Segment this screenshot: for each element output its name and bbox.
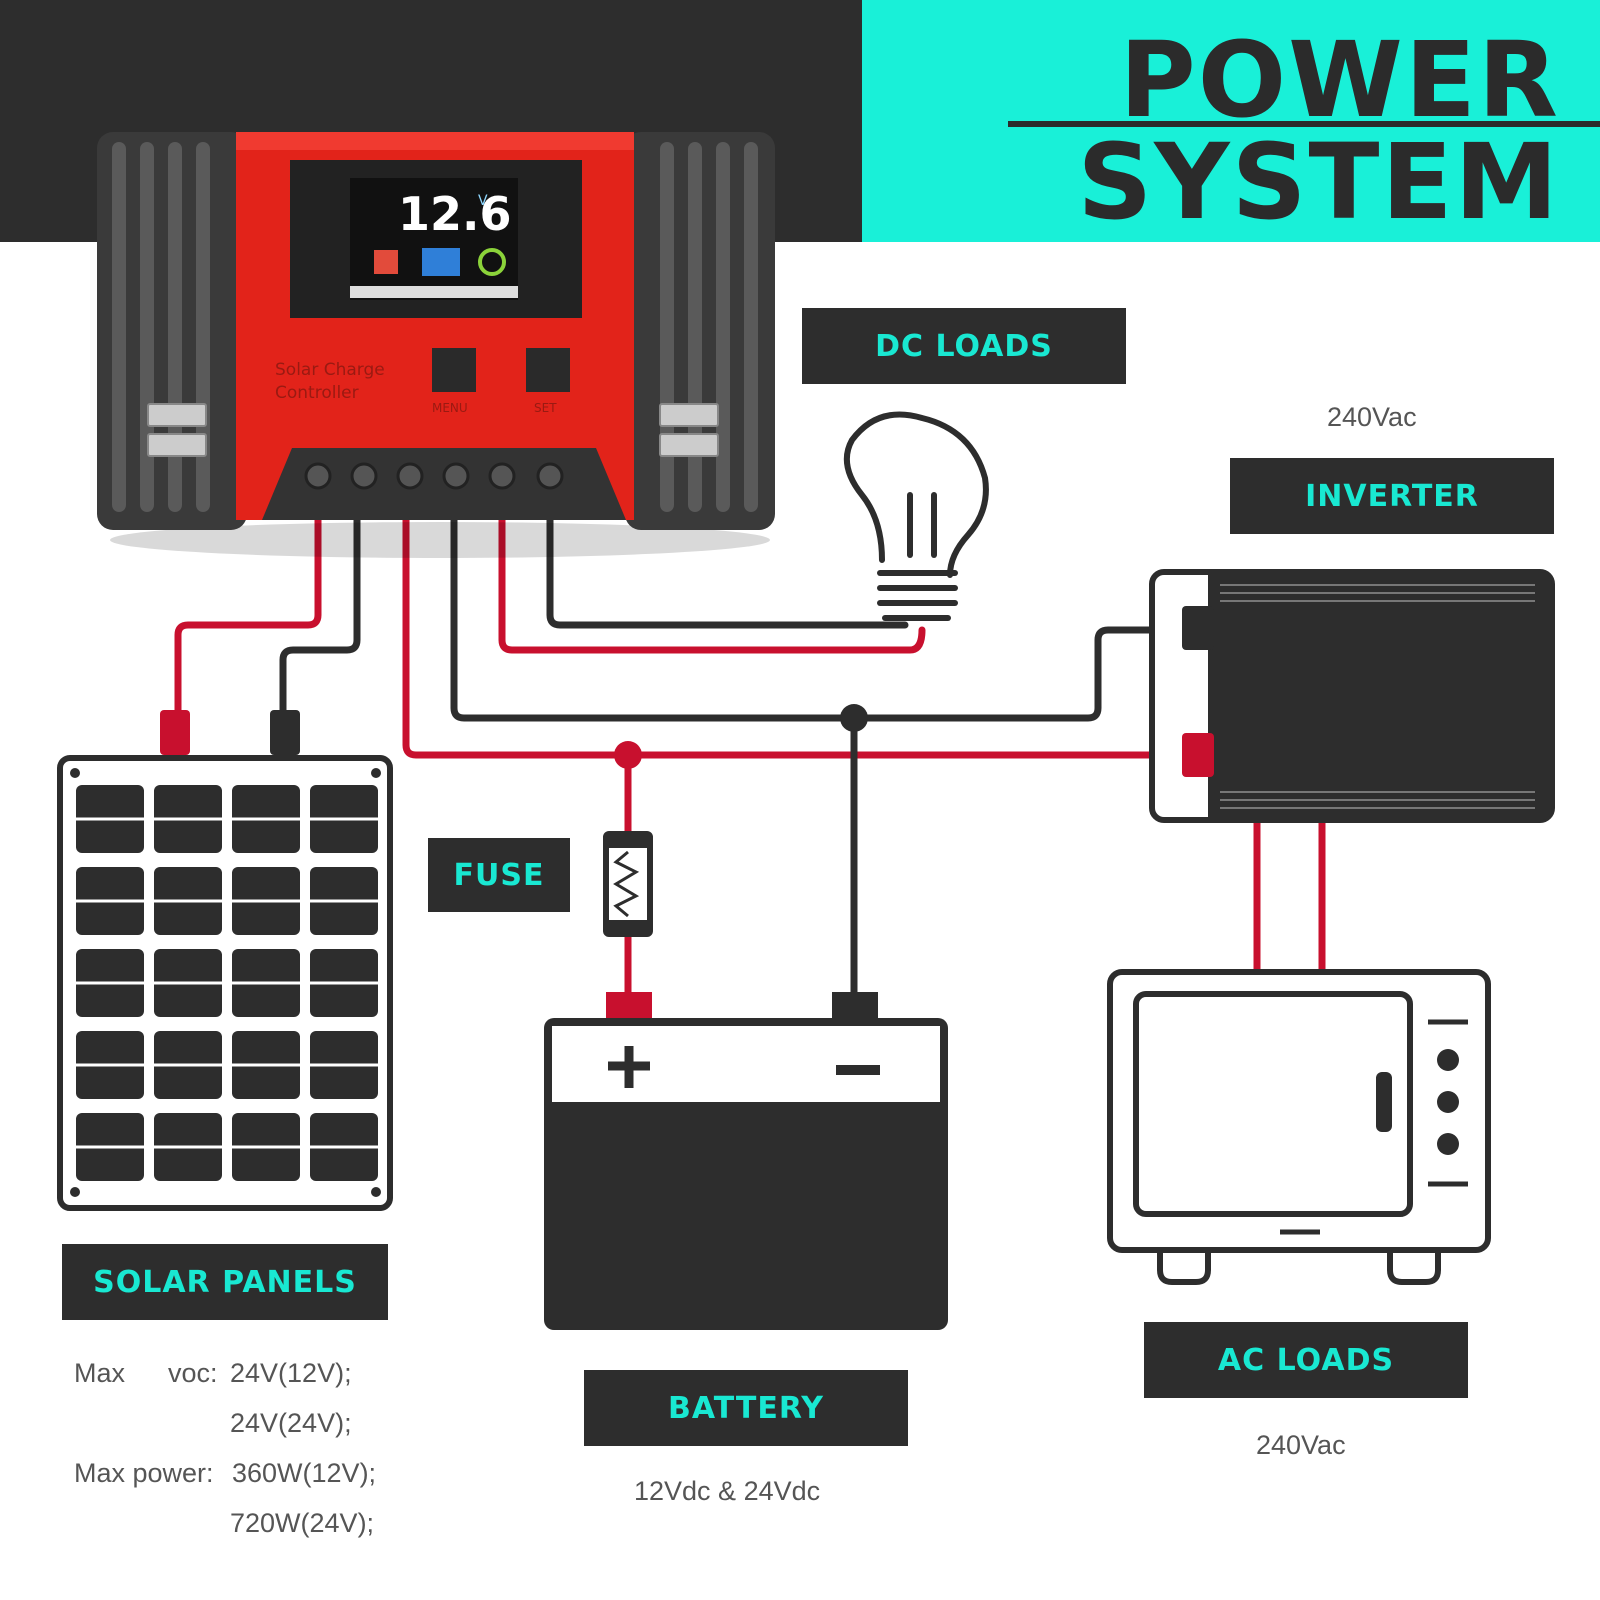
spec-row-3-label: Max power:: [74, 1458, 214, 1488]
junction-positive: [614, 741, 642, 769]
solar-panels-label: SOLAR PANELS: [62, 1244, 388, 1320]
junction-negative: [840, 704, 868, 732]
controller-brand-line1: Solar Charge: [275, 360, 385, 380]
title-divider: [1008, 121, 1600, 127]
battery-label: BATTERY: [584, 1370, 908, 1446]
spec-row-3-value: 360W(12V);: [232, 1458, 377, 1488]
controller-display-unit: V: [478, 193, 488, 209]
controller-menu-label: MENU: [432, 401, 468, 415]
wire-battery-negative: [450, 516, 1184, 722]
controller-display-value: 12.6: [398, 187, 512, 241]
wire-solar-positive: [174, 516, 322, 719]
inverter-label: INVERTER: [1230, 458, 1554, 534]
controller-brand-line2: Controller: [275, 383, 359, 403]
battery-display-icon: [422, 248, 460, 276]
spec-row-1-value: 24V(12V);: [230, 1358, 352, 1388]
battery-icon: [544, 992, 948, 1330]
spec-row-1-key: voc:: [168, 1358, 218, 1388]
solar-display-icon: [374, 250, 398, 274]
spec-row-4-value: 720W(24V);: [230, 1508, 375, 1538]
ac-loads-voltage-note: 240Vac: [1256, 1430, 1346, 1460]
inverter-voltage-note: 240Vac: [1327, 402, 1417, 432]
title-line-1: POWER: [1119, 19, 1560, 141]
light-bulb-icon: [843, 411, 989, 621]
wire-solar-negative: [279, 516, 361, 719]
title-line-2: SYSTEM: [1077, 121, 1560, 243]
wire-battery-positive: [402, 516, 1184, 759]
fuse-label: FUSE: [428, 838, 570, 912]
dc-loads-label: DC LOADS: [802, 308, 1126, 384]
controller-set-label: SET: [534, 401, 557, 415]
spec-row-2-value: 24V(24V);: [230, 1408, 352, 1438]
solar-panel: [57, 710, 393, 1211]
wire-load-negative: [546, 516, 909, 629]
charge-controller: [97, 132, 775, 558]
microwave-icon: [1107, 969, 1491, 1285]
spec-row-1-label: Max: [74, 1358, 126, 1388]
battery-voltage-note: 12Vdc & 24Vdc: [634, 1476, 821, 1506]
ac-loads-label: AC LOADS: [1144, 1322, 1468, 1398]
fuse-icon: [603, 831, 653, 937]
bulb-display-icon: [478, 248, 506, 276]
wire-load-positive: [498, 516, 926, 654]
inverter-icon: [1149, 569, 1555, 823]
